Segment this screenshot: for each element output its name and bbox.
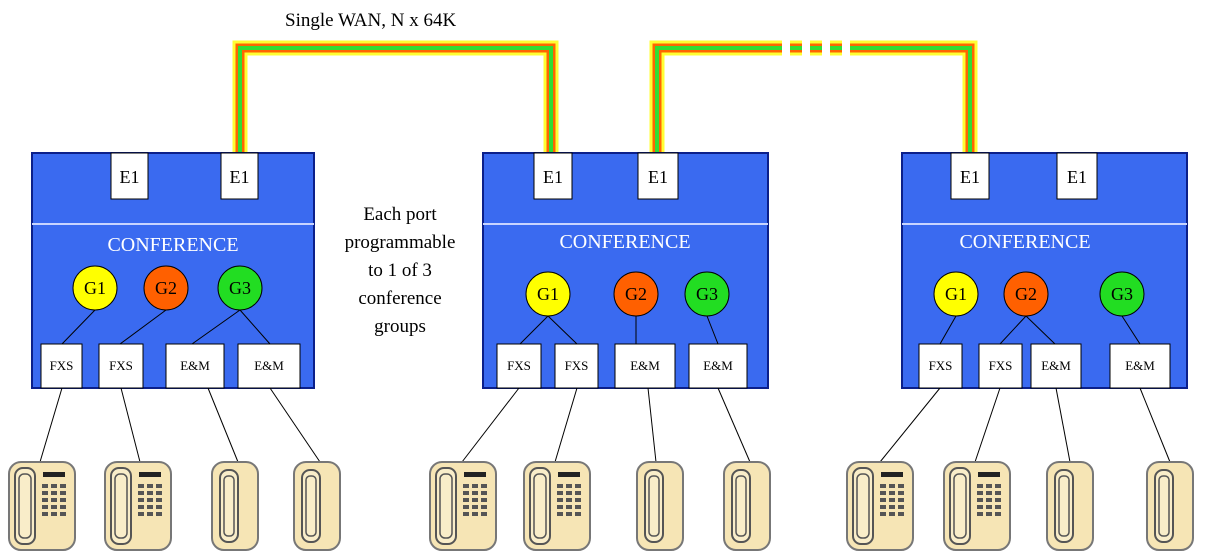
keypad-phone-icon	[943, 461, 1011, 551]
port-programming-note: Each port programmable to 1 of 3 confere…	[345, 204, 456, 337]
port-label: E&M	[180, 358, 210, 373]
conference-unit-3: E1 E1 CONFERENCE G1 G2 G3 FXS FXS E&M E&…	[846, 152, 1194, 551]
e1-label: E1	[120, 167, 140, 187]
e1-label: E1	[1067, 167, 1087, 187]
group-g2-node	[143, 265, 189, 311]
e1-port	[637, 152, 679, 200]
e1-label: E1	[230, 167, 250, 187]
port-label: FXS	[507, 358, 531, 373]
handset-phone-icon	[293, 461, 341, 551]
note-line: Each port	[363, 204, 437, 225]
port-box	[98, 343, 144, 389]
e1-port	[1056, 152, 1098, 200]
handset-phone-icon	[1146, 461, 1194, 551]
e1-label: E1	[648, 167, 668, 187]
keypad-phone-icon	[8, 461, 76, 551]
group-label: G2	[155, 278, 177, 298]
group-label: G2	[1015, 284, 1037, 304]
note-line: to 1 of 3	[368, 260, 432, 281]
port-box	[614, 343, 676, 389]
e1-label: E1	[543, 167, 563, 187]
conference-unit-1: E1 E1 CONFERENCE G1 G2 G3 FXS FXS E&M E&…	[8, 152, 341, 551]
keypad-phone-icon	[104, 461, 172, 551]
port-box	[496, 343, 542, 389]
group-label: G1	[84, 278, 106, 298]
port-label: E&M	[703, 358, 733, 373]
port-label: FXS	[109, 358, 133, 373]
group-g2-node	[613, 271, 659, 317]
port-box	[1030, 343, 1082, 389]
conference-label: CONFERENCE	[959, 231, 1090, 253]
port-box	[1109, 343, 1171, 389]
group-label: G1	[945, 284, 967, 304]
port-box	[165, 343, 225, 389]
group-g1-node	[525, 271, 571, 317]
group-label: G3	[1111, 284, 1133, 304]
conference-unit-2: E1 E1 CONFERENCE G1 G2 G3 FXS FXS E&M E&…	[429, 152, 771, 551]
group-label: G1	[537, 284, 559, 304]
note-line: groups	[374, 316, 426, 337]
port-label: E&M	[630, 358, 660, 373]
wan-trunk	[232, 40, 978, 153]
keypad-phone-icon	[846, 461, 914, 551]
group-label: G3	[696, 284, 718, 304]
group-g3-node	[684, 271, 730, 317]
e1-port	[110, 152, 149, 200]
e1-label: E1	[960, 167, 980, 187]
note-line: programmable	[345, 232, 456, 253]
keypad-phone-icon	[523, 461, 591, 551]
e1-port	[533, 152, 573, 200]
handset-phone-icon	[1046, 461, 1094, 551]
port-label: FXS	[989, 358, 1013, 373]
group-label: G3	[229, 278, 251, 298]
note-line: conference	[358, 288, 441, 309]
port-box	[237, 343, 301, 389]
port-label: E&M	[1041, 358, 1071, 373]
group-g1-node	[72, 265, 118, 311]
handset-phone-icon	[636, 461, 684, 551]
group-label: G2	[625, 284, 647, 304]
e1-port	[950, 152, 990, 200]
port-box	[918, 343, 963, 389]
port-label: FXS	[929, 358, 953, 373]
keypad-phone-icon	[429, 461, 497, 551]
wan-label: Single WAN, N x 64K	[285, 10, 456, 31]
port-label: E&M	[1125, 358, 1155, 373]
conference-label: CONFERENCE	[559, 231, 690, 253]
port-label: FXS	[565, 358, 589, 373]
group-g3-node	[217, 265, 263, 311]
port-box	[554, 343, 599, 389]
port-label: E&M	[254, 358, 284, 373]
group-g3-node	[1099, 271, 1145, 317]
port-box	[40, 343, 83, 389]
handset-phone-icon	[723, 461, 771, 551]
group-g1-node	[933, 271, 979, 317]
group-g2-node	[1003, 271, 1049, 317]
e1-port	[220, 152, 259, 200]
conference-label: CONFERENCE	[107, 234, 238, 256]
port-label: FXS	[50, 358, 74, 373]
port-box	[978, 343, 1023, 389]
handset-phone-icon	[211, 461, 259, 551]
port-box	[688, 343, 748, 389]
